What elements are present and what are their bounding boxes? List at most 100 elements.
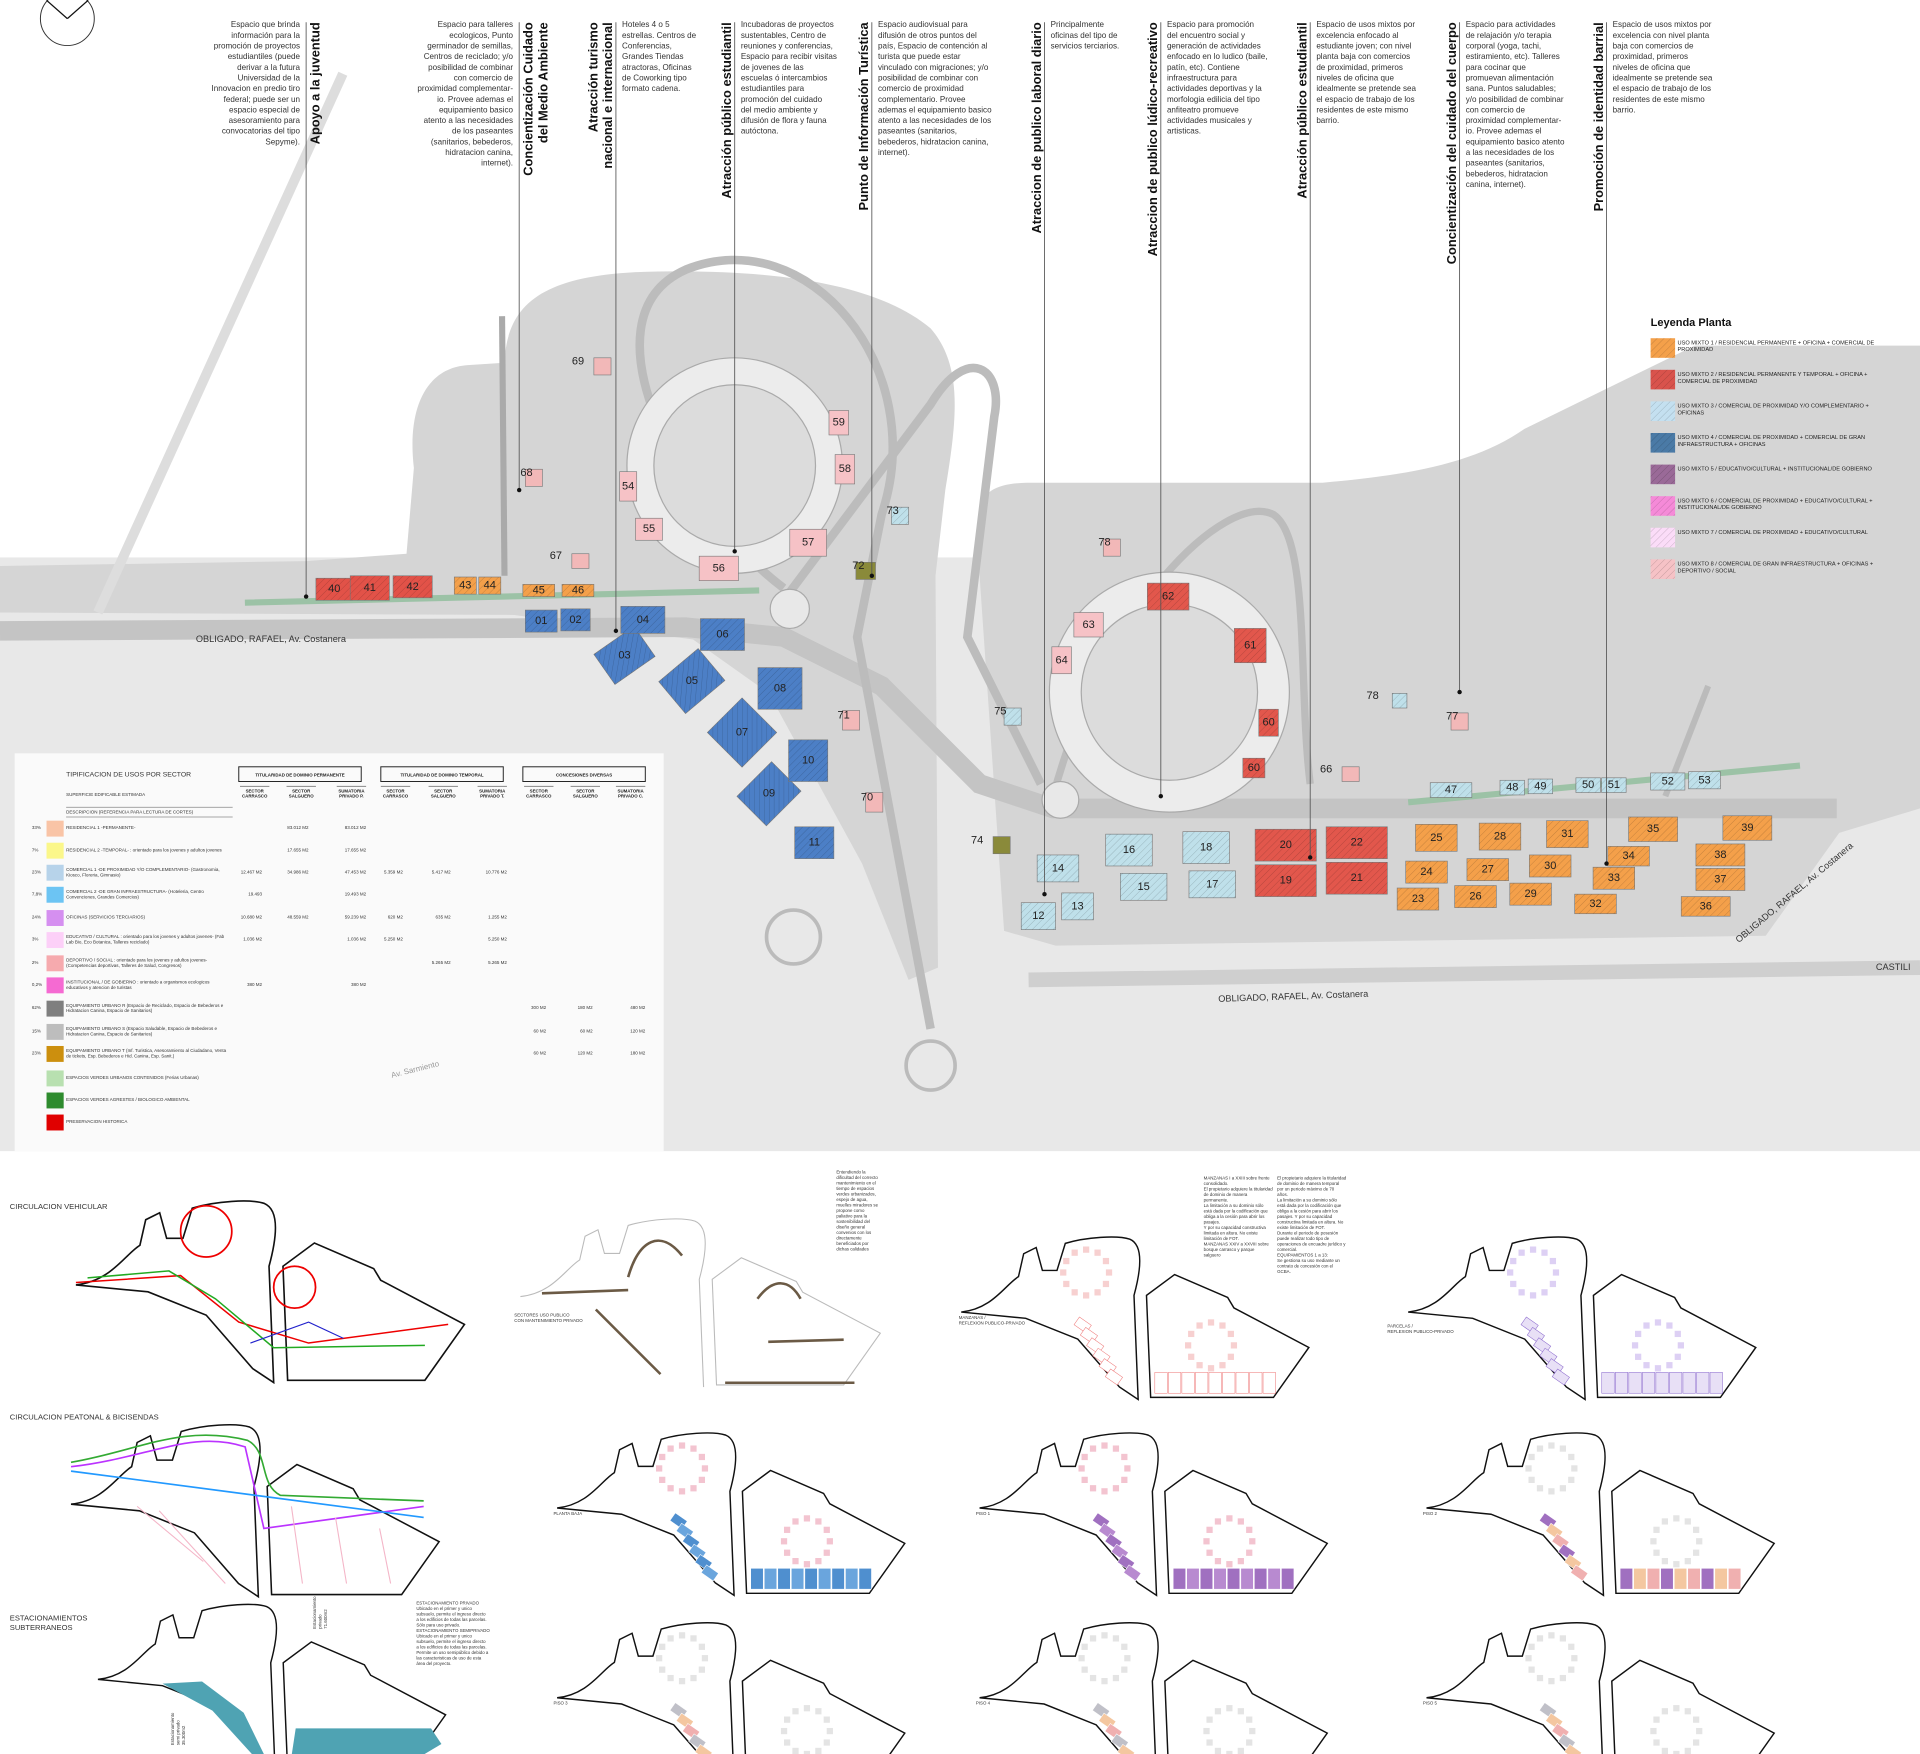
ring-unit — [792, 1518, 799, 1525]
plan-block-17[interactable]: 17 — [1188, 870, 1236, 899]
plan-block-32[interactable]: 32 — [1574, 893, 1617, 915]
ring-unit — [1094, 1249, 1101, 1256]
plan-block-11[interactable]: 11 — [794, 826, 835, 859]
plan-block-42[interactable]: 42 — [392, 575, 433, 599]
plan-block-30[interactable]: 30 — [1529, 854, 1572, 878]
plan-block-20[interactable]: 20 — [1254, 828, 1317, 862]
plan-block-47[interactable]: 47 — [1429, 782, 1473, 798]
parcel-block — [1642, 1372, 1656, 1394]
plan-block-19[interactable]: 19 — [1254, 864, 1317, 897]
plan-block-09[interactable]: 09 — [736, 761, 802, 827]
plan-block-46[interactable]: 46 — [561, 584, 595, 597]
ring-unit — [1559, 1674, 1566, 1682]
parcel-block — [1563, 1743, 1583, 1754]
row-description: EDUCATIVO / CULTURAL : orientado para lo… — [66, 934, 225, 944]
plan-block-31[interactable]: 31 — [1546, 820, 1589, 848]
plan-block-10[interactable]: 10 — [788, 739, 829, 782]
ring-unit — [1207, 1365, 1215, 1372]
plan-block-40[interactable]: 40 — [315, 577, 353, 601]
plan-block-07[interactable]: 07 — [706, 697, 778, 768]
plan-block-29[interactable]: 29 — [1509, 882, 1552, 906]
compass — [39, 0, 95, 47]
plan-block-51[interactable]: 51 — [1601, 777, 1627, 793]
plan-block-02[interactable]: 02 — [560, 608, 591, 632]
plan-block-16[interactable]: 16 — [1105, 833, 1153, 867]
plan-block-75[interactable]: 75 — [994, 706, 1022, 726]
plan-block-67[interactable]: 67 — [550, 550, 590, 569]
plan-block-59[interactable]: 59 — [828, 410, 849, 436]
plan-block-53[interactable]: 53 — [1688, 771, 1721, 790]
plan-block-48[interactable]: 48 — [1499, 779, 1525, 796]
ring-unit — [1693, 1549, 1700, 1556]
plan-block-62[interactable]: 62 — [1147, 582, 1190, 611]
plan-block-61[interactable]: 61 — [1233, 628, 1267, 664]
plan-block-74[interactable]: 74 — [971, 834, 1011, 855]
plan-block-36[interactable]: 36 — [1680, 896, 1731, 917]
plan-block-55[interactable]: 55 — [635, 517, 663, 541]
plan-block-50[interactable]: 50 — [1575, 777, 1601, 793]
plan-block-26[interactable]: 26 — [1454, 885, 1497, 908]
plan-block-52[interactable]: 52 — [1650, 772, 1686, 791]
plan-block-34[interactable]: 34 — [1607, 846, 1650, 867]
plan-block-71[interactable]: 71 — [838, 709, 860, 731]
plan-block-27[interactable]: 27 — [1466, 858, 1509, 881]
ring-unit — [1237, 1747, 1244, 1754]
plan-block-15[interactable]: 15 — [1120, 873, 1168, 901]
ring-unit — [1121, 1666, 1128, 1673]
plan-block-08[interactable]: 08 — [757, 667, 803, 710]
plan-block-22[interactable]: 22 — [1325, 826, 1388, 859]
plan-block-41[interactable]: 41 — [349, 575, 390, 601]
plan-block-43[interactable]: 43 — [453, 576, 477, 595]
plan-block-12[interactable]: 12 — [1020, 902, 1056, 930]
plan-block-33[interactable]: 33 — [1592, 866, 1635, 890]
plan-block-39[interactable]: 39 — [1722, 815, 1773, 841]
plan-block-18[interactable]: 18 — [1182, 831, 1230, 864]
plan-block-25[interactable]: 25 — [1415, 824, 1458, 852]
plan-block-45[interactable]: 45 — [522, 584, 555, 597]
plan-block-58[interactable]: 58 — [834, 454, 855, 485]
block-number: 12 — [1032, 910, 1044, 922]
plan-block-03[interactable]: 03 — [593, 625, 656, 685]
plan-block-28[interactable]: 28 — [1478, 822, 1522, 851]
plan-block-24[interactable]: 24 — [1405, 860, 1448, 884]
block-hatch — [700, 618, 745, 651]
plan-block-66[interactable]: 66 — [1320, 763, 1360, 782]
plan-block-70[interactable]: 70 — [861, 791, 884, 813]
plan-block-06[interactable]: 06 — [700, 618, 745, 651]
plan-block-21[interactable]: 21 — [1325, 862, 1388, 895]
plan-block-68[interactable]: 68 — [520, 467, 543, 487]
plan-block-77[interactable]: 77 — [1446, 711, 1469, 731]
plan-block-38[interactable]: 38 — [1695, 843, 1746, 867]
plan-block-23[interactable]: 23 — [1396, 887, 1440, 911]
table-row: ESPACIOS VERDES URBANOS CONTENIDOS (Feri… — [46, 1070, 199, 1087]
plan-block-78[interactable]: 78 — [1098, 537, 1121, 557]
plan-block-60[interactable]: 60 — [1258, 708, 1279, 737]
plan-block-69[interactable]: 69 — [572, 355, 612, 376]
annotation-title: Promoción de identidad barrial — [1591, 22, 1606, 211]
ring-unit — [1552, 1269, 1560, 1276]
plan-block-14[interactable]: 14 — [1036, 854, 1080, 883]
plan-block-63[interactable]: 63 — [1073, 612, 1104, 638]
ring-unit — [690, 1674, 697, 1682]
plan-block-64[interactable]: 64 — [1051, 646, 1072, 675]
plan-block-37[interactable]: 37 — [1695, 868, 1746, 891]
plan-block-01[interactable]: 01 — [525, 609, 558, 633]
ring-unit — [698, 1643, 705, 1650]
plan-block-44[interactable]: 44 — [478, 576, 502, 595]
plan-block-35[interactable]: 35 — [1628, 816, 1678, 842]
plan-block-78[interactable]: 78 — [1367, 690, 1408, 709]
parcel-block — [1208, 1372, 1222, 1394]
block-hatch — [1004, 708, 1022, 726]
plan-block-04[interactable]: 04 — [620, 606, 666, 634]
plan-block-56[interactable]: 56 — [698, 555, 739, 581]
plan-block-49[interactable]: 49 — [1527, 778, 1553, 795]
block-number: 70 — [861, 791, 873, 803]
plan-block-05[interactable]: 05 — [658, 648, 726, 714]
plan-block-73[interactable]: 73 — [887, 505, 909, 525]
plan-block-54[interactable]: 54 — [619, 471, 638, 502]
plan-block-13[interactable]: 13 — [1061, 892, 1094, 921]
plan-block-57[interactable]: 57 — [789, 528, 827, 557]
plan-block-60[interactable]: 60 — [1242, 757, 1266, 779]
